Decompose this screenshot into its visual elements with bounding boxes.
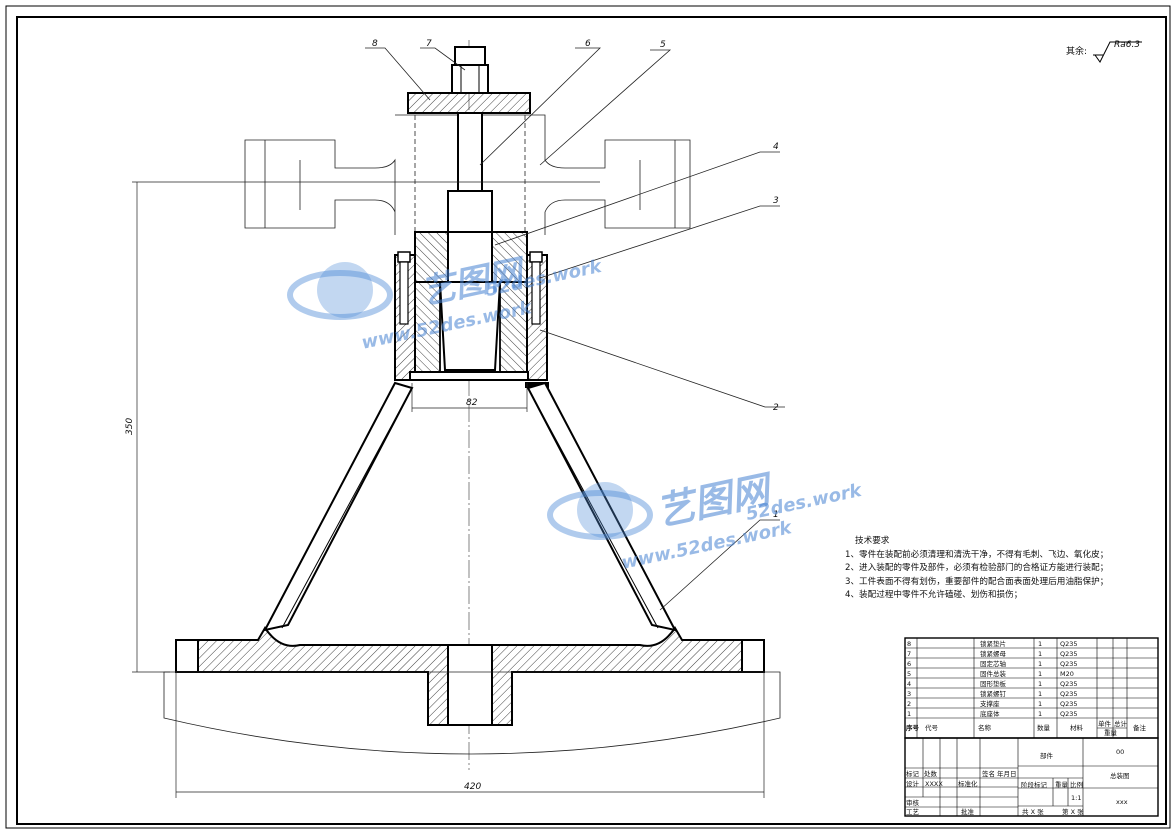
tech-req-item: 1、零件在装配前必须清理和清洗干净，不得有毛刺、飞边、氧化皮； — [845, 549, 1109, 560]
height-dimension — [132, 181, 600, 673]
bom-row-qty: 1 — [1038, 660, 1043, 668]
balloon-5: 5 — [660, 40, 666, 50]
bom-row-name: 锁紧螺母 — [980, 650, 1006, 658]
nut-and-washer — [407, 46, 531, 114]
bom-header-qty: 数量 — [1037, 724, 1050, 732]
tb-date-label: 年月日 — [997, 770, 1017, 778]
tb-designer-label: 设计 — [906, 780, 919, 788]
tb-weight-label: 重量 — [1055, 781, 1068, 789]
tb-audit-label: 审核 — [906, 799, 919, 807]
bom-header-material: 材料 — [1070, 724, 1083, 732]
tech-req-item: 2、进入装配的零件及部件，必须有检验部门的合格证方能进行装配； — [845, 563, 1109, 573]
bom-row-name: 固形垫板 — [980, 680, 1006, 688]
bom-row-material: Q235 — [1060, 680, 1078, 688]
balloon-1: 1 — [773, 510, 779, 520]
tb-scale-label: 比例 — [1070, 781, 1083, 789]
bom-row-material: Q235 — [1060, 700, 1078, 708]
surface-finish-value: Ra6.3 — [1114, 40, 1141, 50]
bom-row-no: 2 — [907, 700, 912, 708]
balloon-6: 6 — [585, 39, 591, 49]
base-plate — [163, 626, 781, 755]
bom-row-material: M20 — [1060, 670, 1074, 678]
bom-header-name: 名称 — [978, 724, 991, 732]
bom-row-qty: 1 — [1038, 680, 1043, 688]
balloon-8: 8 — [372, 39, 378, 49]
bom-header-unit: 单件 — [1098, 720, 1111, 728]
width-dimension — [175, 672, 765, 798]
bom-row-no: 6 — [907, 660, 912, 668]
bom-row-material: Q235 — [1060, 710, 1078, 718]
balloon-3: 3 — [773, 196, 779, 206]
tech-req-item: 4、装配过程中零件不允许磕碰、划伤和损伤； — [845, 590, 1023, 600]
bom-row-material: Q235 — [1060, 660, 1078, 668]
roughness-symbol-icon — [1093, 41, 1142, 63]
flange-fixture — [244, 114, 691, 235]
bom-row-qty: 1 — [1038, 670, 1043, 678]
balloon-2: 2 — [773, 403, 779, 413]
bom-row-material: Q235 — [1060, 640, 1078, 648]
tb-approve-label: 批准 — [961, 808, 974, 816]
surface-finish-note: 其余: Ra6.3 — [1066, 40, 1140, 57]
bom-row-no: 3 — [907, 690, 912, 698]
tb-sheets: 共 X 张 — [1022, 808, 1044, 816]
tb-process-label: 工艺 — [906, 808, 919, 816]
tb-stage-label: 阶段标记 — [1021, 781, 1047, 789]
bom-row-name: 固定芯轴 — [980, 660, 1006, 668]
bom-row-qty: 1 — [1038, 690, 1043, 698]
bom-row-qty: 1 — [1038, 640, 1043, 648]
sheet-border-outer — [5, 5, 1171, 829]
tb-sheet-no: 第 X 张 — [1062, 808, 1084, 816]
tb-count-label: 处数 — [924, 770, 937, 778]
bom-row-name: 锁紧垫片 — [980, 640, 1006, 648]
bom-row-no: 5 — [907, 670, 912, 678]
bom-header-total: 总计 — [1114, 720, 1127, 728]
tb-assembly: 部件 — [1040, 752, 1053, 760]
tb-scale: 1:1 — [1071, 794, 1082, 802]
bom-row-qty: 1 — [1038, 700, 1043, 708]
technical-requirements: 技术要求 1、零件在装配前必须清理和清洗干净，不得有毛刺、飞边、氧化皮； 2、进… — [845, 535, 1108, 603]
tripod-legs — [263, 381, 677, 632]
balloon-7: 7 — [426, 39, 432, 49]
bom-row-material: Q235 — [1060, 650, 1078, 658]
bom-header-weight: 重量 — [1104, 729, 1117, 737]
support-block — [394, 231, 549, 388]
bom-header-remark: 备注 — [1133, 724, 1146, 732]
bom-row-name: 支撑座 — [980, 700, 1000, 708]
tech-req-item: 3、工件表面不得有划伤，重要部件的配合面表面处理后用油脂保护； — [845, 576, 1109, 587]
bom-header-code: 代号 — [925, 724, 938, 732]
balloon-labels: 8 7 6 5 4 3 2 1 — [372, 39, 779, 520]
bom-row-no: 7 — [907, 650, 912, 658]
tb-drawing-name: 总装图 — [1110, 772, 1130, 780]
balloon-4: 4 — [773, 142, 779, 152]
bom-row-qty: 1 — [1038, 710, 1043, 718]
sheet-border-inner — [16, 16, 1167, 825]
bom-row-name: 锁紧螺钉 — [980, 690, 1006, 698]
tb-designer: XXXX — [925, 780, 943, 788]
bom-row-qty: 1 — [1038, 650, 1043, 658]
bom-row-name: 底座体 — [980, 710, 1000, 718]
bom-row-no: 1 — [907, 710, 912, 718]
tb-company: xxx — [1116, 798, 1128, 806]
width-dimension-text: 420 — [464, 782, 481, 792]
bom-row-no: 4 — [907, 680, 912, 688]
tb-mark-label: 标记 — [906, 770, 919, 778]
tb-std-label: 标准化 — [958, 780, 978, 788]
bom-table-grid — [904, 637, 1159, 817]
height-dimension-text: 350 — [125, 418, 135, 435]
leader-lines — [365, 47, 785, 611]
tb-drawing-no: 00 — [1116, 748, 1125, 756]
bom-header-no: 序号 — [906, 724, 919, 732]
bom-row-no: 8 — [907, 640, 912, 648]
tech-req-title: 技术要求 — [855, 536, 890, 546]
bom-row-material: Q235 — [1060, 690, 1078, 698]
bore-dimension-text: 82 — [466, 398, 478, 408]
bom-row-name: 固件总装 — [980, 670, 1006, 678]
tb-sign-label: 签名 — [982, 770, 995, 778]
surface-finish-prefix: 其余: — [1066, 47, 1088, 57]
